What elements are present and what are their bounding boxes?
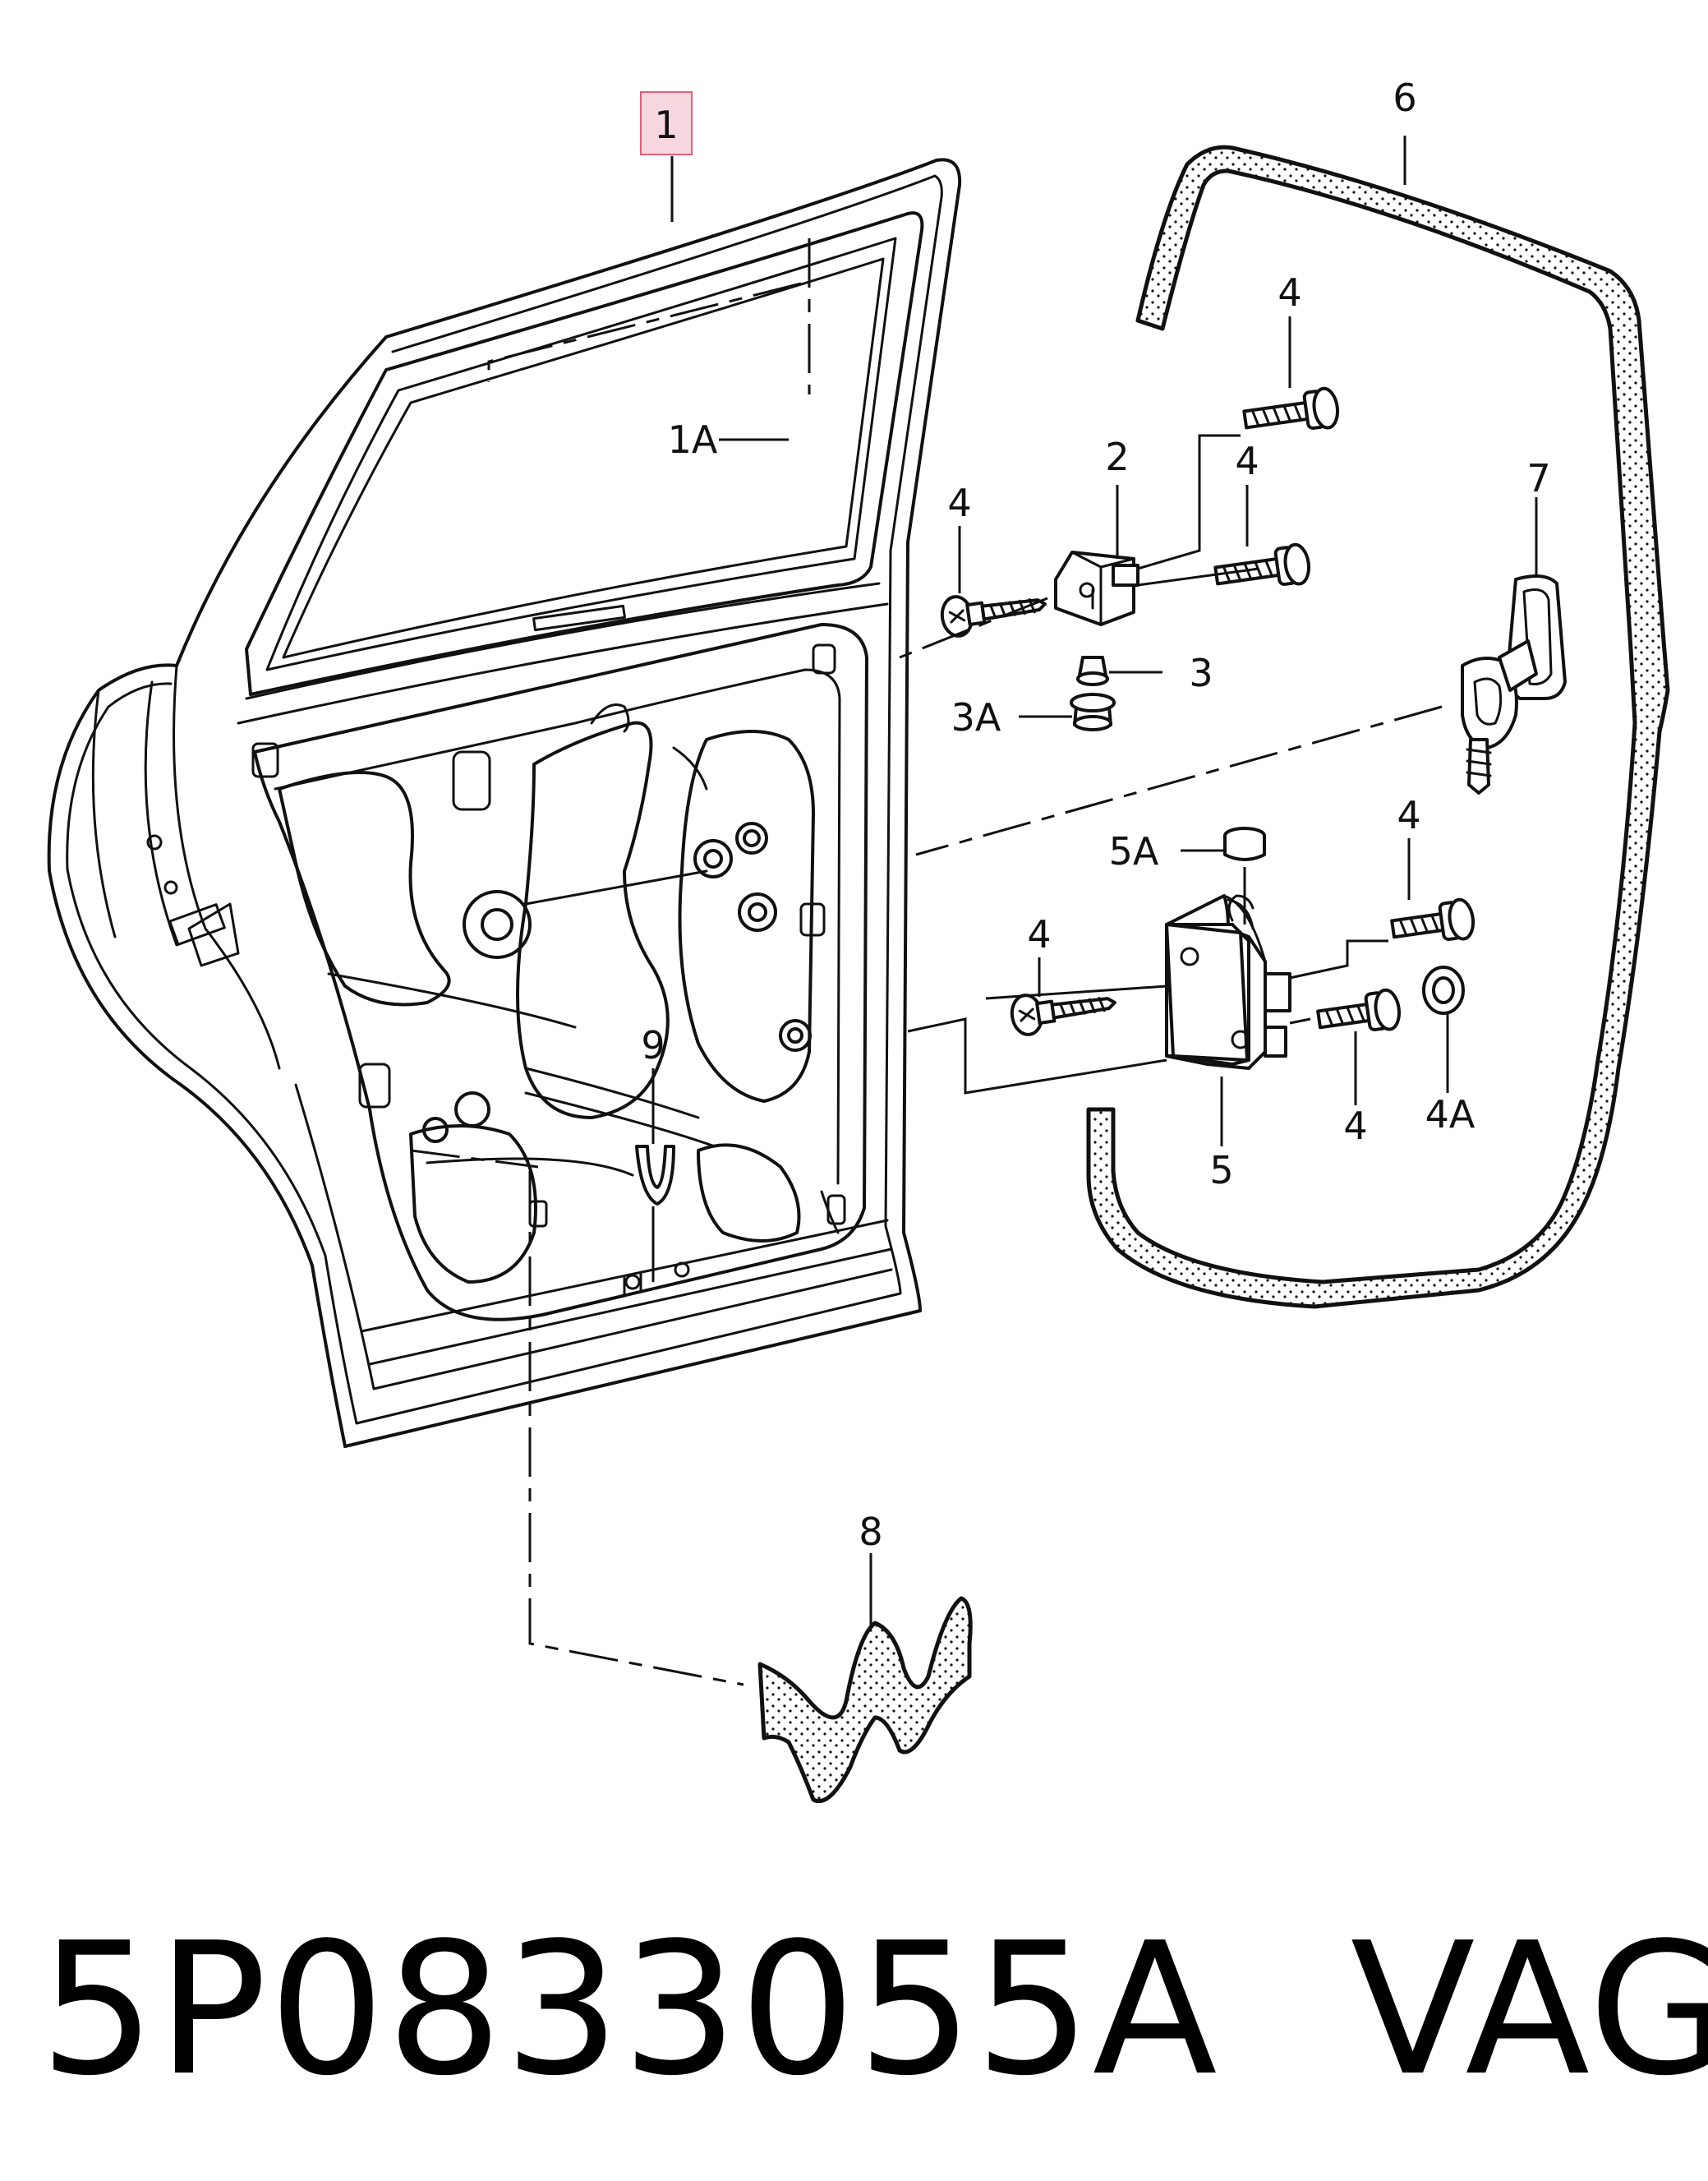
door-shell	[47, 158, 962, 1448]
callout-4-lower-top: 4	[1397, 793, 1420, 837]
callout-4-lower-mid: 4	[1343, 1104, 1367, 1148]
nut	[1076, 656, 1109, 686]
callout-2: 2	[1105, 435, 1129, 479]
bolt-upper-mid	[1213, 542, 1311, 587]
screw-lower-left	[1010, 994, 1116, 1036]
callout-8: 8	[859, 1510, 882, 1554]
door-check-striker	[1461, 574, 1567, 795]
callout-5a: 5A	[1109, 829, 1159, 874]
callout-4-lower-left: 4	[1027, 912, 1051, 957]
callout-9: 9	[641, 1023, 665, 1067]
assembly-lines	[410, 238, 1443, 1686]
lower-hinge	[1165, 894, 1291, 1070]
sound-insulation	[757, 1596, 973, 1803]
callout-7: 7	[1526, 456, 1550, 500]
bolt-upper-top	[1242, 386, 1340, 431]
callout-3a: 3A	[951, 695, 1001, 740]
callout-4a: 4A	[1425, 1092, 1476, 1137]
callout-3: 3	[1189, 651, 1213, 695]
callout-leaders	[651, 136, 1538, 1627]
drain-clip	[635, 1145, 675, 1206]
callout-1: 1	[654, 103, 678, 147]
upper-hinge	[1054, 551, 1139, 626]
part-number: 5P0833055A	[39, 1904, 1219, 2116]
door-seal	[1086, 145, 1670, 1309]
screw-upper-left	[940, 595, 1047, 638]
bolt-lower-mid	[1316, 988, 1402, 1032]
washer	[1422, 966, 1465, 1015]
cap	[1070, 693, 1116, 731]
brand-name: VAG	[1350, 1904, 1708, 2116]
hinge-cap	[1223, 827, 1266, 861]
callout-6: 6	[1393, 76, 1416, 120]
callout-5: 5	[1209, 1148, 1233, 1192]
bolt-lower-top	[1390, 897, 1476, 942]
linkage-lines	[907, 434, 1388, 1095]
callout-4-upper-mid: 4	[1235, 439, 1259, 483]
callout-1a: 1A	[668, 417, 718, 462]
callout-labels: 1 1A 2 3 3A 4 4 4 6 7 5A 4 4 4 4A 5 8 9	[640, 76, 1551, 1554]
callout-4-upper-top: 4	[1278, 270, 1301, 315]
callout-4-upper-left: 4	[947, 481, 971, 525]
callout-1-highlight	[640, 91, 693, 155]
